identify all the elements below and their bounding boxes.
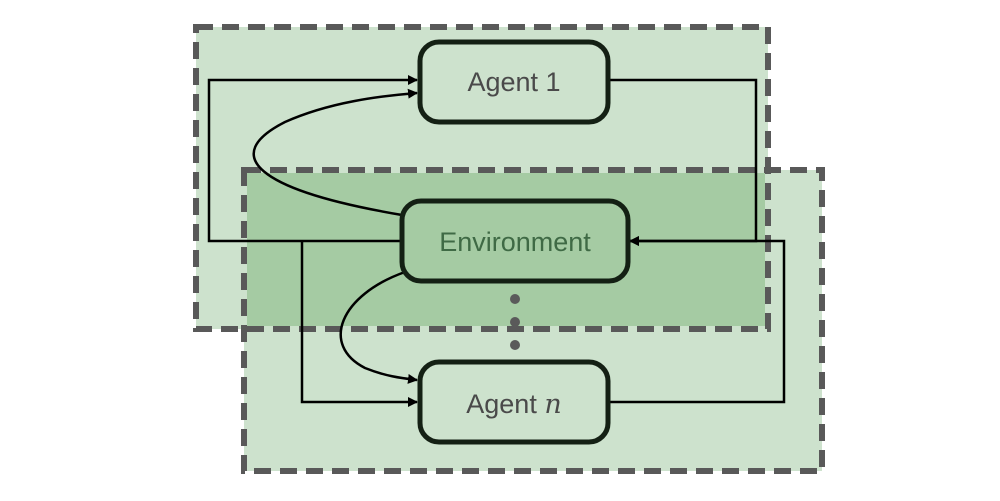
vertical-ellipsis bbox=[510, 294, 520, 350]
env-to-agent-1-line bbox=[207, 75, 418, 243]
env-to-agent-1-curve bbox=[252, 88, 418, 217]
agent-n-label-variable: n bbox=[544, 389, 561, 420]
agent-n-node: Agent n bbox=[417, 359, 611, 445]
agent-1-group-border bbox=[193, 24, 771, 332]
env-to-agent-n-curve bbox=[339, 270, 418, 384]
agent-1-label: Agent 1 bbox=[467, 67, 560, 97]
ellipsis-dot bbox=[510, 294, 520, 304]
env-to-agent-n-line bbox=[300, 241, 418, 407]
agent-n-group-border bbox=[241, 167, 825, 474]
environment-label: Environment bbox=[439, 227, 591, 257]
agent-1-node: Agent 1 bbox=[417, 39, 611, 125]
agent-n-to-env-line bbox=[610, 236, 786, 404]
ellipsis-dot bbox=[510, 317, 520, 327]
agent-n-label: Agent n bbox=[466, 389, 561, 420]
agent-n-label-prefix: Agent bbox=[466, 389, 544, 419]
ellipsis-dot bbox=[510, 340, 520, 350]
environment-node: Environment bbox=[399, 198, 631, 284]
